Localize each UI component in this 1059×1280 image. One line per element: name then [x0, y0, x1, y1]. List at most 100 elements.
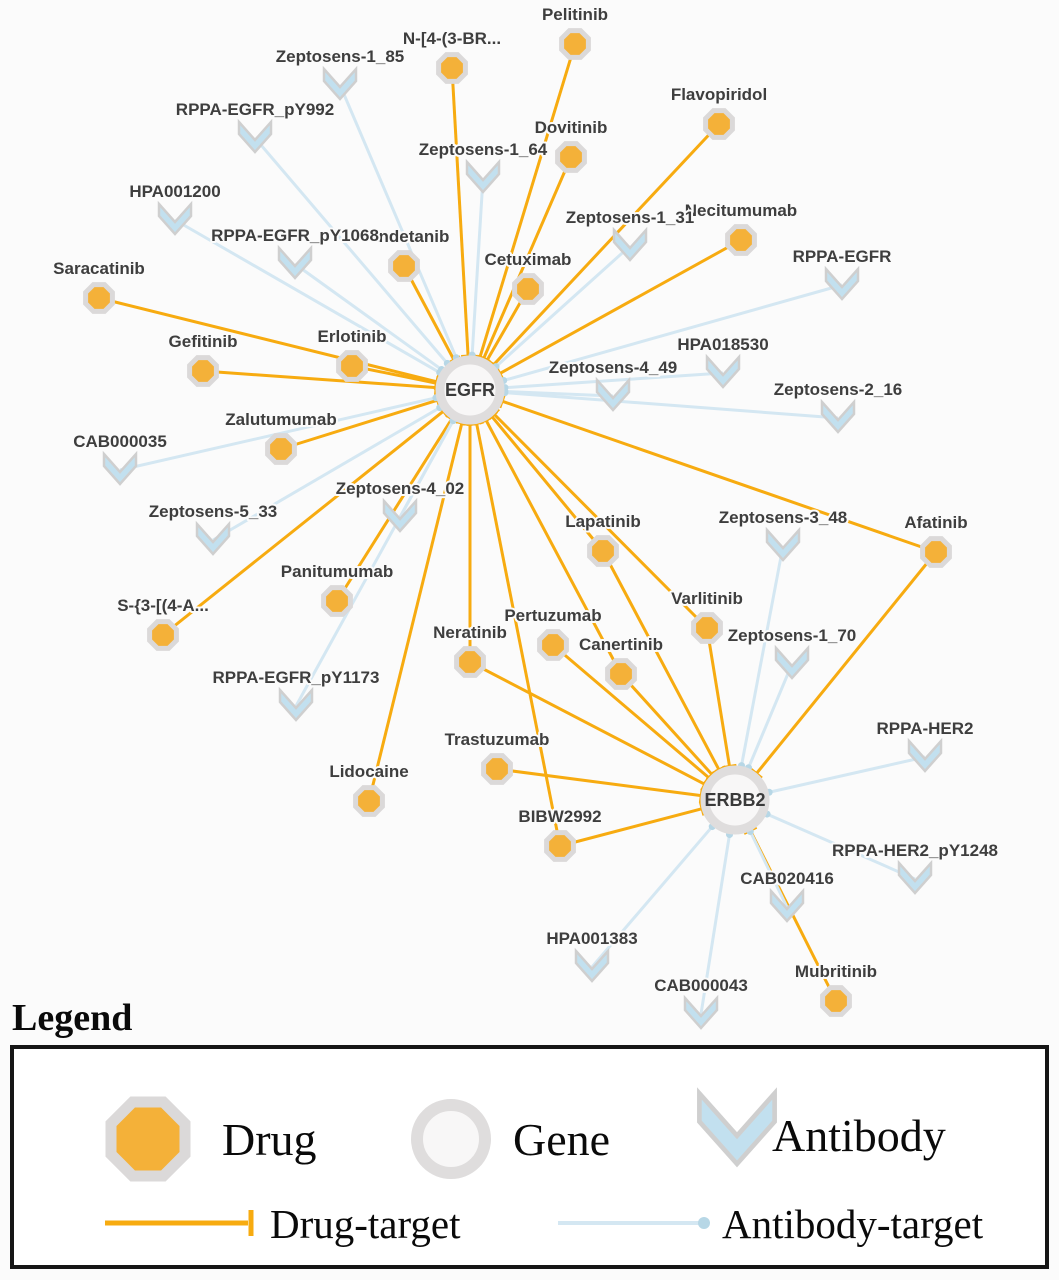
edge-drug-flavopiridol-egfr	[492, 122, 721, 367]
drug-node-label: N-[4-(3-BR...	[403, 29, 501, 48]
drug-node-mubritinib[interactable]	[820, 985, 852, 1017]
edge-antibody-zeptosens-1-64-egfr	[470, 177, 485, 356]
drug-node-saracatinib[interactable]	[83, 282, 115, 314]
drug-node-lidocaine[interactable]	[353, 785, 385, 817]
drug-octagon-icon	[555, 141, 587, 173]
antibody-chevron-icon	[382, 497, 418, 533]
edge-drug-canertinib-erbb2	[619, 672, 714, 776]
drug-node-afatinib[interactable]	[920, 536, 952, 568]
antibody-node-hpa001383[interactable]	[574, 947, 610, 983]
antibody-node-zeptosens-5-33[interactable]	[195, 520, 231, 556]
antibody-node-rppa-egfr[interactable]	[824, 265, 860, 301]
edge-antibody-rppa-her2-py1248-erbb2	[766, 812, 916, 881]
edge-antibody-zeptosens-1-85-egfr	[338, 84, 458, 359]
antibody-node-hpa001200[interactable]	[157, 200, 193, 236]
drug-octagon-icon	[481, 753, 513, 785]
antibody-node-label: RPPA-EGFR	[793, 247, 892, 266]
drug-node-label: Varlitinib	[671, 589, 743, 608]
antibody-node-label: Zeptosens-3_48	[719, 508, 848, 527]
legend-drug-label: Drug	[222, 1114, 317, 1165]
antibody-node-rppa-egfr-py1068[interactable]	[277, 244, 313, 280]
antibody-node-cab000035[interactable]	[102, 450, 138, 486]
antibody-node-rppa-her2[interactable]	[907, 737, 943, 773]
antibody-node-zeptosens-1-64[interactable]	[465, 158, 501, 194]
drug-node-panitumumab[interactable]	[321, 585, 353, 617]
legend-antibody-label: Antibody	[772, 1110, 946, 1161]
drug-octagon-icon	[544, 830, 576, 862]
drug-octagon-icon	[336, 350, 368, 382]
edge-antibody-rppa-egfr-py1068-egfr	[294, 262, 443, 371]
antibody-node-cab000043[interactable]	[683, 994, 719, 1030]
drug-node-gefitinib[interactable]	[187, 355, 219, 387]
drug-node-label: Neratinib	[433, 623, 507, 642]
antibody-chevron-icon	[824, 265, 860, 301]
antibody-chevron-icon	[907, 737, 943, 773]
antibody-chevron-icon	[278, 686, 314, 722]
gene-node-egfr[interactable]	[435, 355, 505, 425]
drug-node-cetuximab[interactable]	[512, 273, 544, 305]
drug-node-label: Necitumumab	[685, 201, 797, 220]
drug-node-n-4-3-br[interactable]	[436, 52, 468, 84]
drug-node-trastuzumab[interactable]	[481, 753, 513, 785]
antibody-chevron-icon	[595, 376, 631, 412]
antibody-node-hpa018530[interactable]	[705, 353, 741, 389]
edge-drug-s-3-4-a-egfr	[162, 410, 445, 637]
drug-node-zalutumumab[interactable]	[265, 433, 297, 465]
drug-octagon-icon	[388, 250, 420, 282]
drug-octagon-icon	[920, 536, 952, 568]
drug-node-flavopiridol[interactable]	[703, 108, 735, 140]
antibody-node-zeptosens-4-49[interactable]	[595, 376, 631, 412]
antibody-node-label: Zeptosens-1_64	[419, 140, 548, 159]
antibody-node-zeptosens-3-48[interactable]	[765, 526, 801, 562]
antibody-node-zeptosens-1-70[interactable]	[774, 644, 810, 680]
drug-node-canertinib[interactable]	[605, 658, 637, 690]
antibody-node-zeptosens-1-85[interactable]	[322, 65, 358, 101]
antibody-node-label: CAB020416	[740, 869, 834, 888]
drug-octagon-icon	[321, 585, 353, 617]
antibody-node-label: Zeptosens-1_70	[728, 626, 857, 645]
drug-octagon-icon	[587, 535, 619, 567]
drug-octagon-icon	[725, 224, 757, 256]
drug-node-bibw2992[interactable]	[544, 830, 576, 862]
antibody-node-rppa-her2-py1248[interactable]	[897, 859, 933, 895]
edge-drug-bibw2992-egfr	[475, 423, 562, 847]
gene-circle-icon	[435, 355, 505, 425]
antibody-node-cab020416[interactable]	[769, 887, 805, 923]
antibody-chevron-icon	[683, 994, 719, 1030]
legend-drug-octagon-icon	[105, 1096, 191, 1182]
drug-node-pertuzumab[interactable]	[537, 629, 569, 661]
drug-octagon-icon	[265, 433, 297, 465]
antibody-chevron-icon	[237, 118, 273, 154]
drug-octagon-icon	[691, 612, 723, 644]
antibody-node-rppa-egfr-py1173[interactable]	[278, 686, 314, 722]
drug-node-erlotinib[interactable]	[336, 350, 368, 382]
antibody-node-label: RPPA-EGFR_pY1068	[211, 226, 379, 245]
drug-node-varlitinib[interactable]	[691, 612, 723, 644]
antibody-node-rppa-egfr-py992[interactable]	[237, 118, 273, 154]
edge-drug-bibw2992-erbb2	[559, 807, 703, 848]
antibody-node-label: Zeptosens-1_85	[276, 47, 405, 66]
antibody-node-label: HPA018530	[677, 335, 768, 354]
drug-octagon-icon	[820, 985, 852, 1017]
antibody-node-zeptosens-1-31[interactable]	[612, 226, 648, 262]
drug-node-s-3-4-a[interactable]	[147, 619, 179, 651]
drug-node-label: Lidocaine	[329, 762, 408, 781]
edge-antibody-cab000043-erbb2	[699, 834, 731, 1015]
drug-node-necitumumab[interactable]	[725, 224, 757, 256]
edge-drug-neratinib-erbb2	[469, 660, 706, 786]
antibody-node-zeptosens-4-02[interactable]	[382, 497, 418, 533]
drug-node-dovitinib[interactable]	[555, 141, 587, 173]
drug-node-lapatinib[interactable]	[587, 535, 619, 567]
drug-node-pelitinib[interactable]	[559, 28, 591, 60]
legend-drug-edge-label: Drug-target	[270, 1201, 461, 1247]
drug-node-neratinib[interactable]	[454, 646, 486, 678]
drug-node-vandetanib[interactable]	[388, 250, 420, 282]
drug-node-label: BIBW2992	[518, 807, 601, 826]
antibody-chevron-icon	[277, 244, 313, 280]
antibody-node-zeptosens-2-16[interactable]	[820, 398, 856, 434]
edge-drug-trastuzumab-erbb2	[496, 767, 702, 798]
antibody-chevron-icon	[765, 526, 801, 562]
edge-drug-lapatinib-erbb2	[601, 550, 721, 771]
gene-node-erbb2[interactable]	[700, 765, 770, 835]
